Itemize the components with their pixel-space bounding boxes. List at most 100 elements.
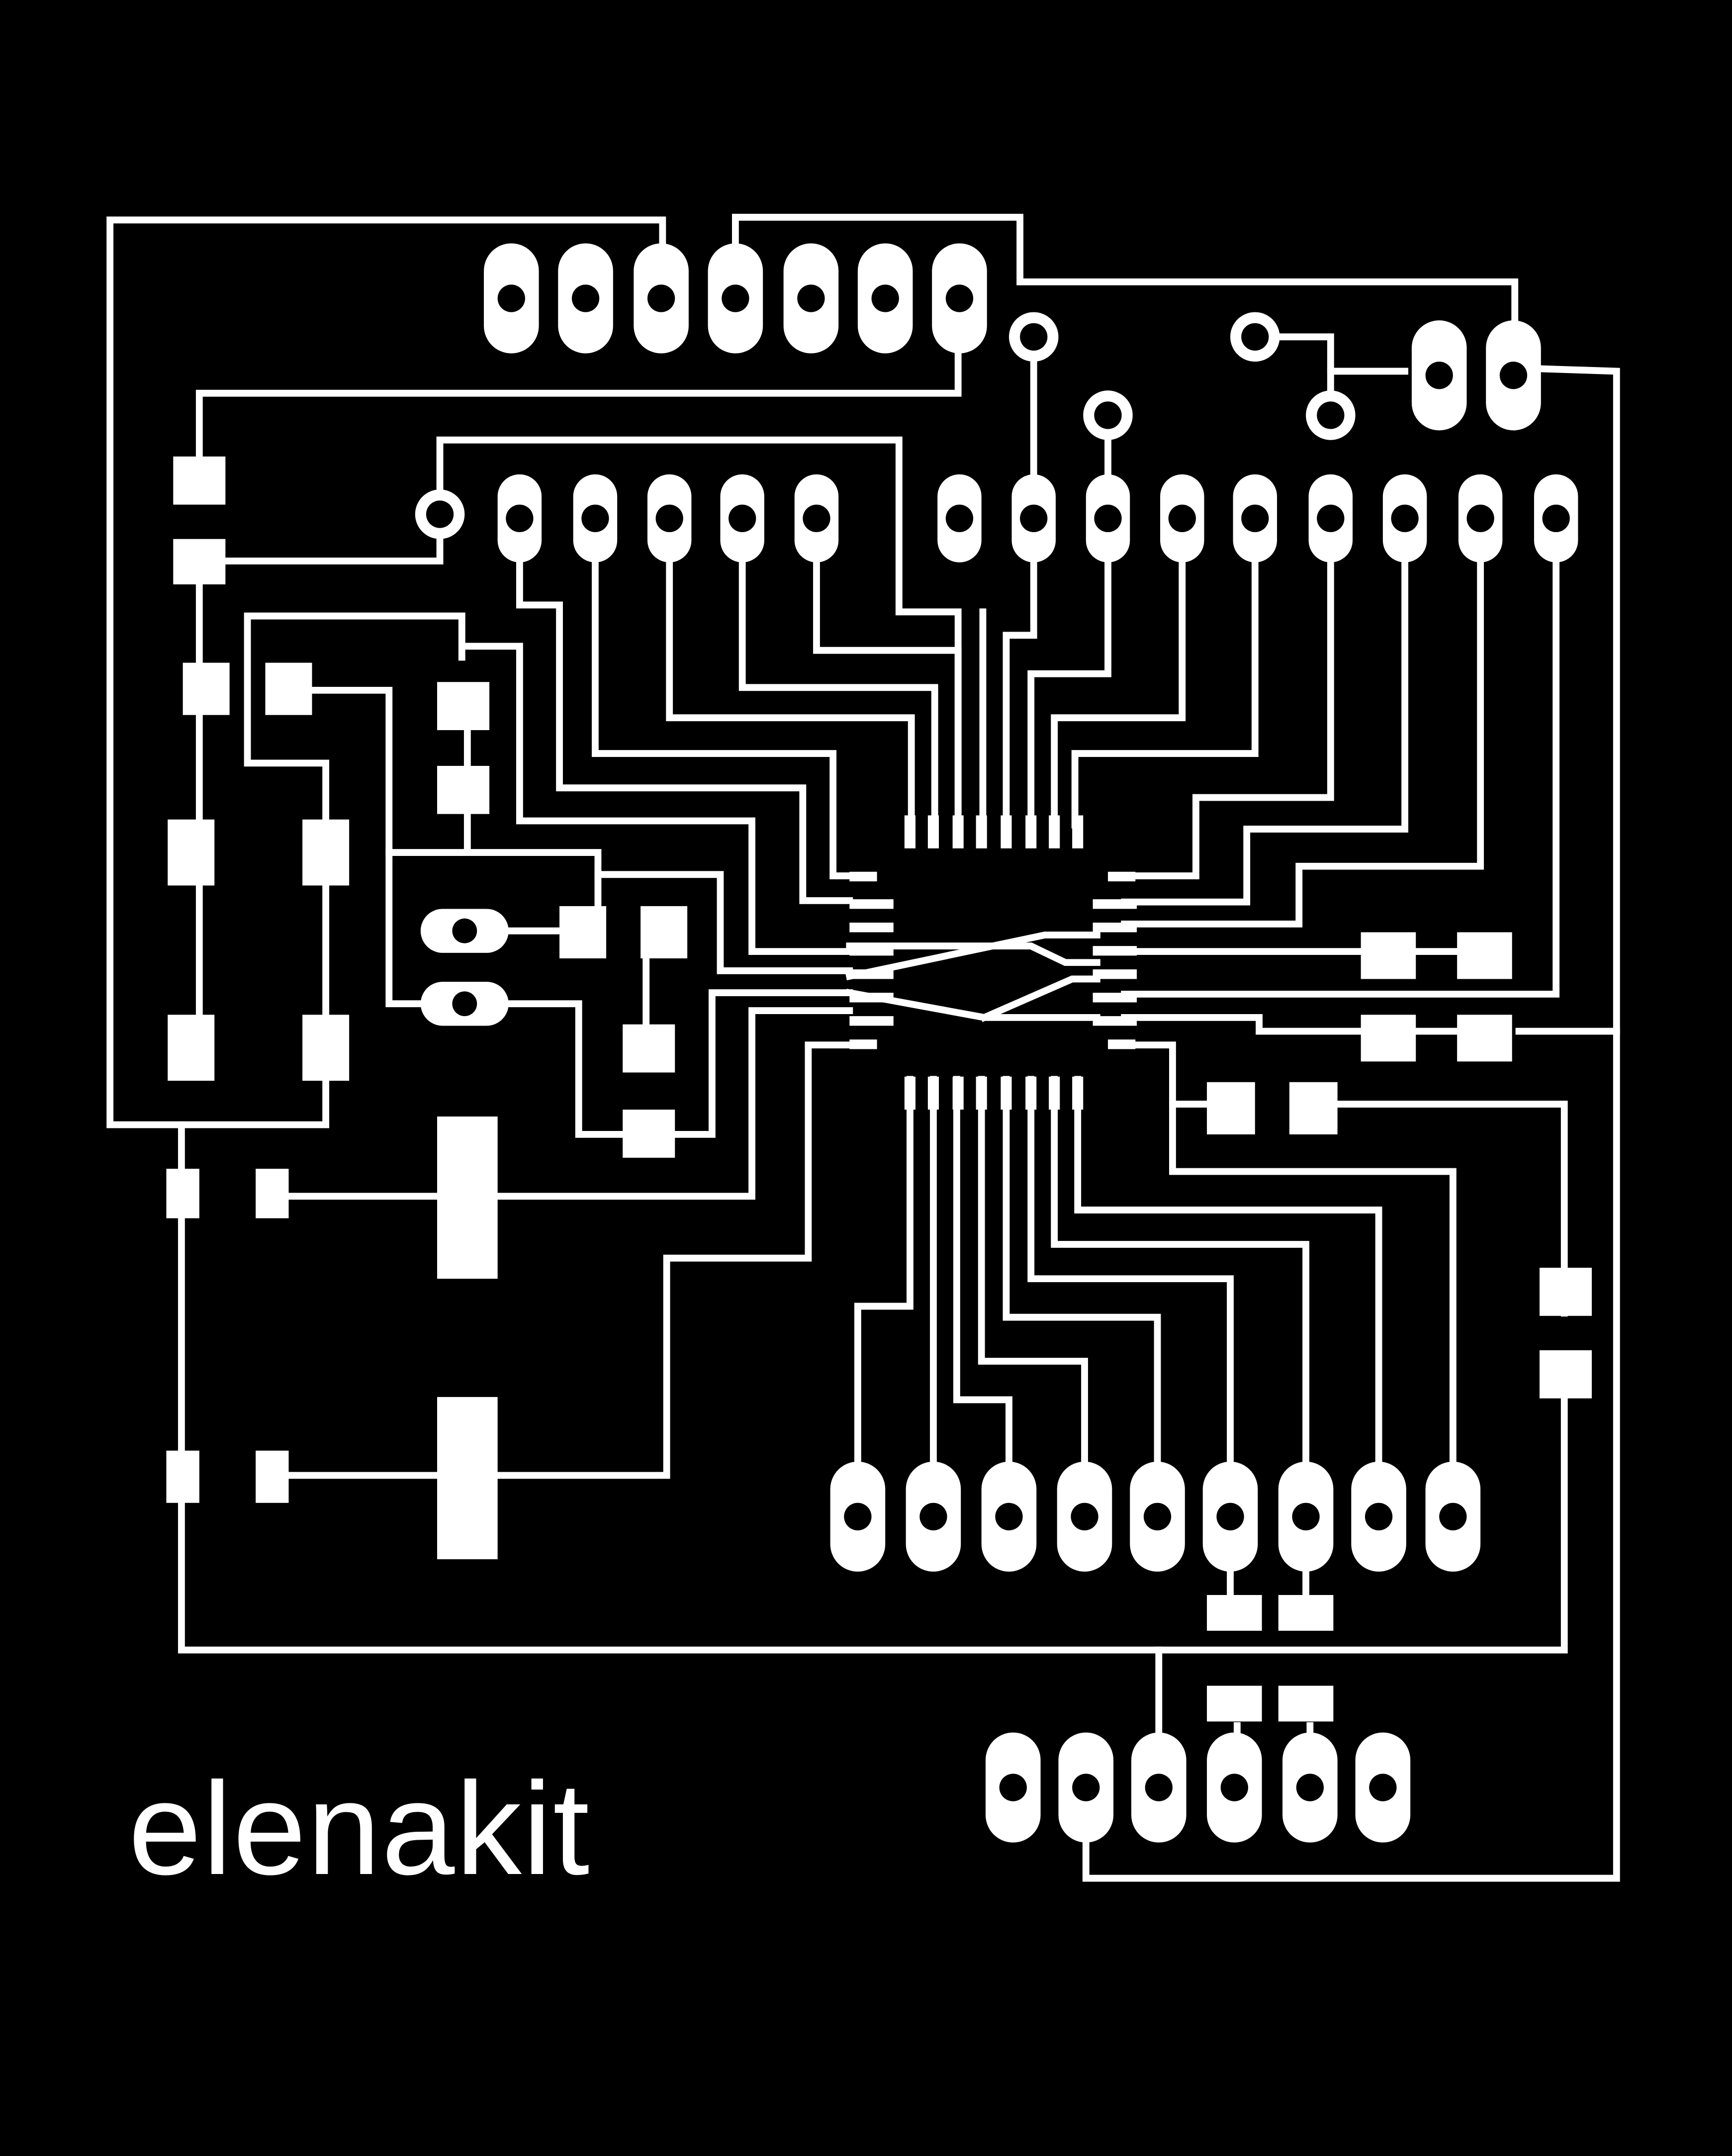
resistor-pad [623, 1024, 675, 1073]
drill-hole [919, 1502, 947, 1531]
copper-trace [978, 1076, 1088, 1475]
drill-hole [655, 504, 683, 532]
copper-trace [1074, 1076, 1382, 1475]
copper-trace [195, 351, 962, 460]
copper-trace [731, 213, 1519, 334]
ic-pin-bottom [1049, 1076, 1060, 1110]
ic-pin-left [849, 993, 894, 1003]
capacitor-pad [302, 1015, 350, 1081]
capacitor-pad [168, 1015, 215, 1081]
drill-hole [1020, 323, 1048, 351]
copper-trace [592, 546, 853, 880]
ic-pin-bottom [1001, 1076, 1012, 1110]
drill-hole [1143, 1502, 1172, 1531]
resistor-pad [182, 662, 230, 715]
ic-pin-right [1108, 871, 1136, 882]
resistor-pad [640, 906, 688, 958]
drill-hole [571, 284, 600, 312]
copper-trace [666, 546, 915, 829]
drill-hole [1369, 1774, 1397, 1801]
drill-hole [945, 284, 974, 312]
ic-pin-left [849, 923, 894, 933]
ic-pin-left [849, 969, 894, 979]
drill-hole [1220, 1774, 1248, 1801]
copper-trace [1121, 546, 1484, 928]
drill-hole [452, 918, 477, 943]
drill-hole [1072, 1774, 1100, 1801]
copper-trace [1027, 546, 1111, 829]
copper-trace [1003, 560, 1037, 829]
copper-trace [463, 643, 853, 955]
copper-trace [670, 989, 853, 1138]
copper-trace [1330, 1101, 1568, 1317]
ic-pin-top [952, 815, 964, 848]
drill-hole [797, 284, 825, 312]
pcb-pads [166, 243, 1592, 1843]
drill-hole [945, 504, 974, 532]
drill-hole [1145, 1774, 1173, 1801]
drill-hole [506, 504, 534, 532]
ic-pin-left [849, 871, 877, 882]
drill-hole [1466, 504, 1494, 532]
copper-trace [308, 686, 430, 1008]
drill-hole [1094, 401, 1122, 429]
ic-pin-left [849, 1039, 877, 1049]
copper-trace [953, 1076, 1012, 1475]
resistor-pad [1457, 1015, 1512, 1062]
drill-hole [1542, 504, 1570, 532]
ic-pin-top [927, 815, 939, 848]
board-brand-label: elenakit [128, 1755, 591, 1902]
drill-hole [1499, 362, 1528, 389]
ic-pin-right [1093, 1016, 1137, 1026]
capacitor-pad [302, 819, 350, 886]
ic-pin-right [1093, 923, 1137, 933]
drill-hole [1241, 323, 1269, 351]
drill-hole [426, 500, 454, 528]
copper-trace [1121, 546, 1409, 906]
copper-trace [491, 1007, 853, 1200]
resistor-pad [166, 1450, 199, 1503]
drill-hole [1168, 504, 1196, 532]
drill-hole [803, 504, 830, 532]
drill-hole [1365, 1502, 1393, 1531]
capacitor-pad [168, 819, 215, 886]
drill-hole [1216, 1502, 1244, 1531]
drill-hole [1094, 504, 1122, 532]
led-pad [1278, 1595, 1334, 1631]
copper-trace [1051, 1076, 1309, 1475]
resistor-pad [1540, 1268, 1592, 1316]
resistor-pad [1457, 932, 1512, 979]
copper-trace [1071, 546, 1259, 829]
copper-trace [491, 1041, 853, 1479]
ic-pin-left [849, 899, 894, 909]
resistor-pad [623, 1110, 675, 1158]
drill-hole [647, 284, 675, 312]
drill-hole [1391, 504, 1419, 532]
ic-pin-top [1049, 815, 1060, 848]
ic-pin-bottom [927, 1076, 939, 1110]
drill-hole [995, 1502, 1023, 1531]
copper-trace [244, 612, 465, 826]
resistor-pad [265, 662, 312, 715]
copper-trace [498, 1000, 629, 1138]
copper-trace [854, 1076, 913, 1475]
drill-hole [871, 284, 899, 312]
ic-pin-top [1001, 815, 1012, 848]
resistor-pad [173, 456, 226, 505]
drill-hole [999, 1774, 1027, 1801]
crystal-pad [437, 1116, 498, 1279]
resistor-pad [559, 906, 607, 958]
ic-pin-left [849, 946, 894, 956]
ic-pin-top [1072, 815, 1084, 848]
ic-pin-bottom [976, 1076, 987, 1110]
drill-hole [497, 284, 525, 312]
led-pad [1207, 1595, 1262, 1631]
drill-hole [1292, 1502, 1320, 1531]
ic-pin-right [1093, 969, 1137, 979]
drill-hole [1020, 504, 1048, 532]
copper-trace [223, 535, 444, 564]
copper-trace [1121, 1041, 1457, 1475]
copper-trace [846, 942, 1100, 966]
pcb-traces [106, 213, 1620, 1882]
